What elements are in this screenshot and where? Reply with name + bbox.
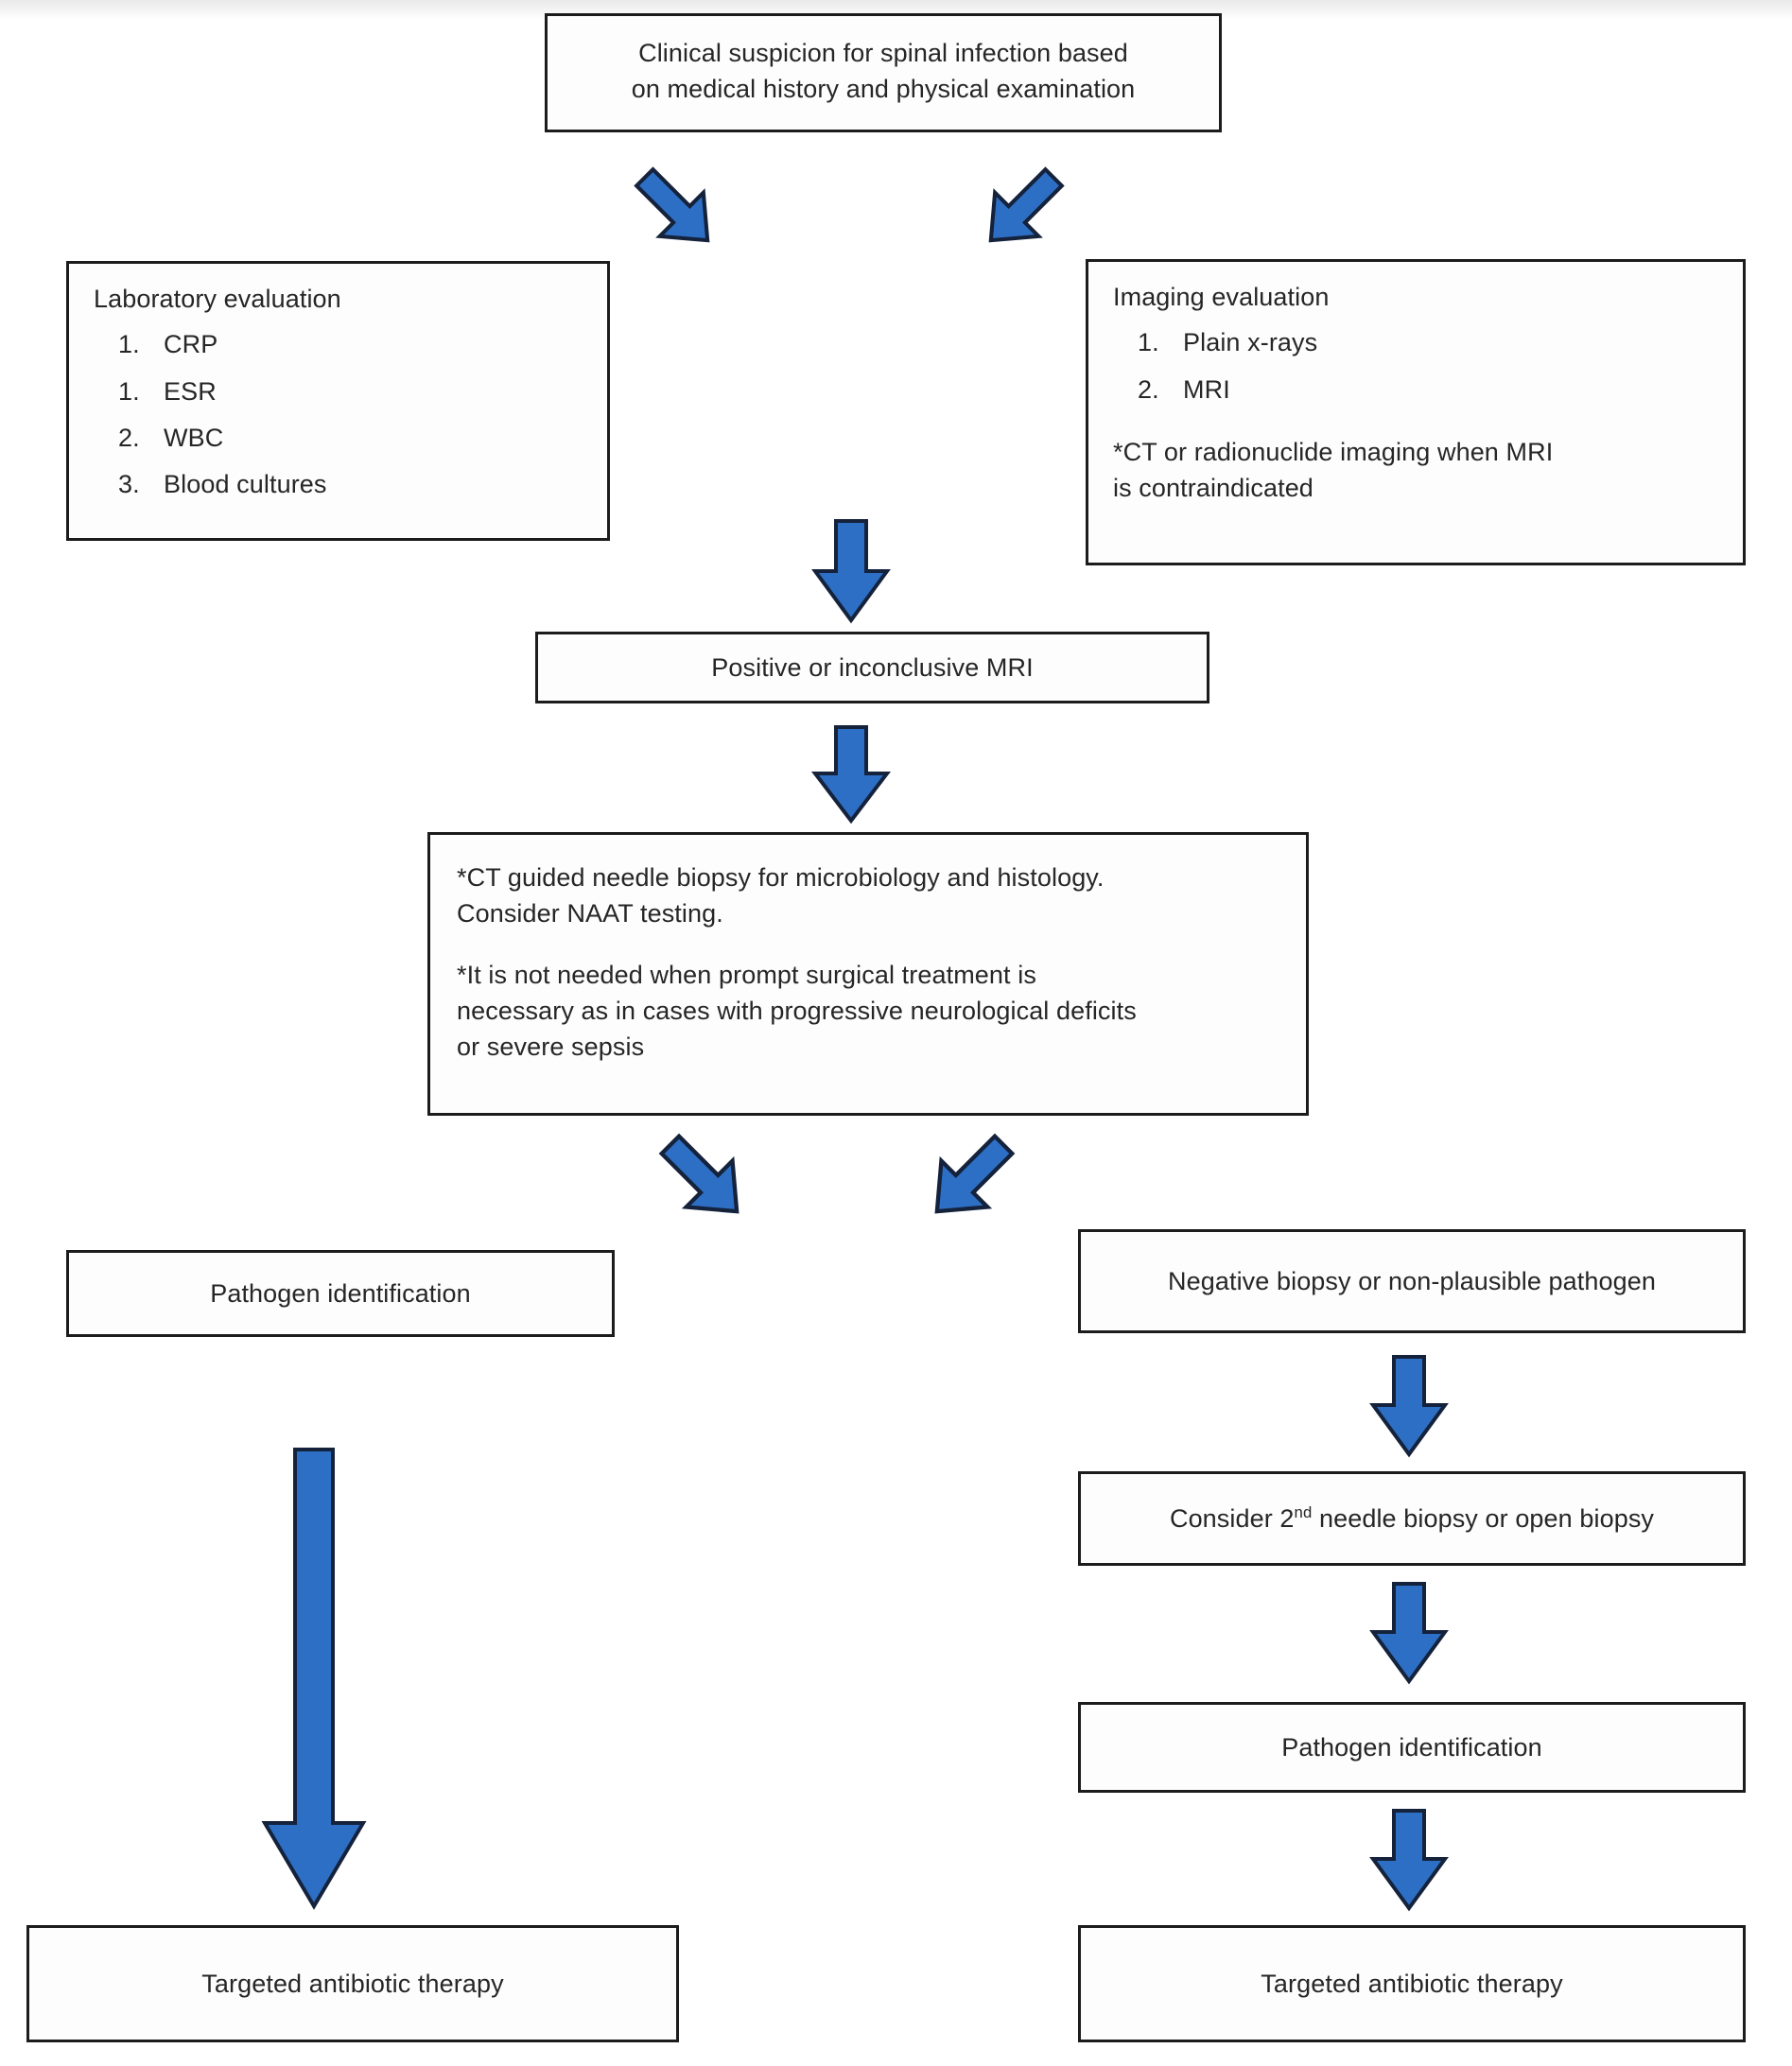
laboratory-title: Laboratory evaluation bbox=[94, 285, 341, 313]
list-item: 2. WBC bbox=[118, 420, 583, 456]
list-item-label: Plain x-rays bbox=[1183, 328, 1318, 357]
biopsy-para2-line-2: necessary as in cases with progressive n… bbox=[457, 996, 1137, 1025]
list-item-number: 1. bbox=[118, 330, 140, 359]
node-laboratory-evaluation: Laboratory evaluation 1. CRP 1. ESR 2. W… bbox=[66, 261, 610, 541]
node-pathogen-identification-right: Pathogen identification bbox=[1078, 1702, 1746, 1793]
list-item-number: 1. bbox=[1138, 328, 1159, 357]
node-imaging-evaluation: Imaging evaluation 1. Plain x-rays 2. MR… bbox=[1086, 259, 1746, 565]
imaging-title: Imaging evaluation bbox=[1113, 283, 1330, 311]
node-clinical-suspicion: Clinical suspicion for spinal infection … bbox=[545, 13, 1222, 132]
node-mri-result: Positive or inconclusive MRI bbox=[535, 632, 1209, 703]
biopsy-para2-line-1: *It is not needed when prompt surgical t… bbox=[457, 960, 1036, 989]
arrow-negative-biopsy-to-second-biopsy-icon bbox=[1369, 1354, 1449, 1458]
biopsy-paragraph-2: *It is not needed when prompt surgical t… bbox=[457, 957, 1279, 1066]
list-item: 2. MRI bbox=[1138, 372, 1718, 408]
arrow-suspicion-to-laboratory-icon bbox=[628, 159, 724, 259]
list-item: 1. Plain x-rays bbox=[1138, 324, 1718, 360]
list-item-label: Blood cultures bbox=[164, 470, 327, 499]
clinical-suspicion-line-1: Clinical suspicion for spinal infection … bbox=[638, 39, 1128, 67]
list-item-number: 3. bbox=[118, 470, 140, 499]
therapy-left-label: Targeted antibiotic therapy bbox=[201, 1969, 504, 1998]
list-item: 3. Blood cultures bbox=[118, 466, 583, 502]
node-targeted-therapy-left: Targeted antibiotic therapy bbox=[26, 1925, 679, 2042]
node-pathogen-identification-left: Pathogen identification bbox=[66, 1250, 615, 1337]
therapy-right-label: Targeted antibiotic therapy bbox=[1261, 1969, 1563, 1998]
list-item-number: 2. bbox=[1138, 374, 1159, 404]
list-item-label: ESR bbox=[164, 376, 217, 406]
pathogen-right-label: Pathogen identification bbox=[1281, 1732, 1542, 1762]
node-ct-guided-biopsy: *CT guided needle biopsy for microbiolog… bbox=[427, 832, 1309, 1116]
laboratory-item-list: 1. CRP 1. ESR 2. WBC 3. Blood cultures bbox=[94, 326, 583, 502]
biopsy-para1-line-2: Consider NAAT testing. bbox=[457, 899, 723, 929]
arrow-biopsy-to-negative-biopsy-icon bbox=[919, 1125, 1021, 1231]
arrow-suspicion-to-imaging-icon bbox=[974, 159, 1070, 259]
biopsy-para2-line-3: or severe sepsis bbox=[457, 1033, 645, 1062]
list-item-label: MRI bbox=[1183, 374, 1230, 404]
imaging-note-line-2: is contraindicated bbox=[1113, 474, 1314, 503]
imaging-note-line-1: *CT or radionuclide imaging when MRI bbox=[1113, 437, 1554, 466]
arrow-biopsy-to-pathogen-left-icon bbox=[652, 1125, 755, 1231]
imaging-note: *CT or radionuclide imaging when MRI is … bbox=[1113, 434, 1718, 507]
list-item-number: 1. bbox=[118, 376, 140, 406]
node-second-needle-biopsy: Consider 2nd needle biopsy or open biops… bbox=[1078, 1471, 1746, 1566]
arrow-pathogen-right-to-therapy-right-icon bbox=[1369, 1808, 1449, 1912]
list-item-label: CRP bbox=[164, 330, 218, 359]
list-item: 1. CRP bbox=[118, 326, 583, 362]
imaging-item-list: 1. Plain x-rays 2. MRI bbox=[1113, 324, 1718, 408]
mri-result-label: Positive or inconclusive MRI bbox=[711, 652, 1034, 682]
list-item-label: WBC bbox=[164, 423, 224, 452]
pathogen-left-label: Pathogen identification bbox=[210, 1278, 471, 1308]
node-targeted-therapy-right: Targeted antibiotic therapy bbox=[1078, 1925, 1746, 2042]
arrow-evaluation-to-mri-result-icon bbox=[811, 518, 891, 624]
arrow-pathogen-left-to-therapy-left-icon bbox=[257, 1447, 371, 1910]
arrow-second-biopsy-to-pathogen-right-icon bbox=[1369, 1581, 1449, 1685]
arrow-mri-result-to-biopsy-icon bbox=[810, 724, 892, 825]
list-item-number: 2. bbox=[118, 423, 140, 452]
biopsy-para1-line-1: *CT guided needle biopsy for microbiolog… bbox=[457, 863, 1105, 892]
list-item: 1. ESR bbox=[118, 373, 583, 409]
negative-biopsy-label: Negative biopsy or non-plausible pathoge… bbox=[1168, 1266, 1656, 1295]
second-biopsy-label-sup: nd bbox=[1294, 1502, 1313, 1521]
clinical-suspicion-line-2: on medical history and physical examinat… bbox=[631, 75, 1136, 104]
second-biopsy-label-before: Consider 2 bbox=[1169, 1503, 1295, 1533]
biopsy-paragraph-1: *CT guided needle biopsy for microbiolog… bbox=[457, 859, 1279, 932]
top-gradient-band bbox=[0, 0, 1792, 19]
second-biopsy-label: Consider 2nd needle biopsy or open biops… bbox=[1169, 1502, 1655, 1533]
node-negative-biopsy: Negative biopsy or non-plausible pathoge… bbox=[1078, 1229, 1746, 1333]
second-biopsy-label-after: needle biopsy or open biopsy bbox=[1312, 1503, 1655, 1533]
